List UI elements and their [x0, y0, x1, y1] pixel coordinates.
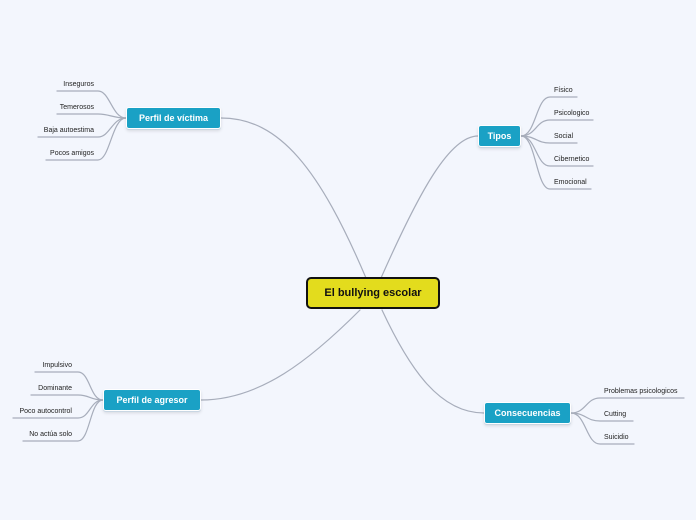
leaf-psicologico[interactable]: Psicologico: [554, 110, 590, 117]
leaf-problemas-psicologicos[interactable]: Problemas psicologicos: [604, 388, 678, 395]
topic-label: Tipos: [487, 131, 512, 141]
leaf-baja-autoestima[interactable]: Baja autoestima: [43, 127, 94, 134]
topic-tipos[interactable]: Tipos: [478, 125, 521, 147]
leaf-no-actua-solo[interactable]: No actúa solo: [29, 431, 72, 438]
leaf-fisico[interactable]: Físico: [554, 87, 573, 94]
topic-label: Perfil de víctima: [138, 113, 209, 123]
topic-perfil-agresor[interactable]: Perfil de agresor: [103, 389, 201, 411]
topic-perfil-victima[interactable]: Perfil de víctima: [126, 107, 221, 129]
leaf-dominante[interactable]: Dominante: [38, 385, 72, 392]
connector-agresor: [200, 309, 361, 401]
leaf-social[interactable]: Social: [554, 133, 574, 140]
topic-consecuencias[interactable]: Consecuencias: [484, 402, 571, 424]
leaf-pocos-amigos[interactable]: Pocos amigos: [50, 150, 94, 157]
connector-consecuencias: [381, 309, 485, 414]
leaf-emocional[interactable]: Emocional: [554, 179, 587, 186]
leaf-temerosos[interactable]: Temerosos: [59, 104, 94, 111]
topic-label: Consecuencias: [494, 408, 561, 418]
leaf-cibernetico[interactable]: Cibernetico: [554, 156, 590, 163]
leaf-inseguros[interactable]: Inseguros: [63, 81, 94, 88]
central-topic[interactable]: El bullying escolar: [306, 277, 440, 309]
leaf-cutting[interactable]: Cutting: [604, 411, 627, 418]
central-topic-label: El bullying escolar: [324, 287, 422, 299]
leaf-poco-autocontrol[interactable]: Poco autocontrol: [19, 408, 72, 415]
connector-victima: [220, 117, 367, 279]
connector-tipos: [380, 135, 479, 279]
leaf-impulsivo[interactable]: Impulsivo: [42, 362, 72, 369]
leaf-suicidio[interactable]: Suicidio: [604, 434, 629, 441]
topic-label: Perfil de agresor: [116, 395, 188, 405]
